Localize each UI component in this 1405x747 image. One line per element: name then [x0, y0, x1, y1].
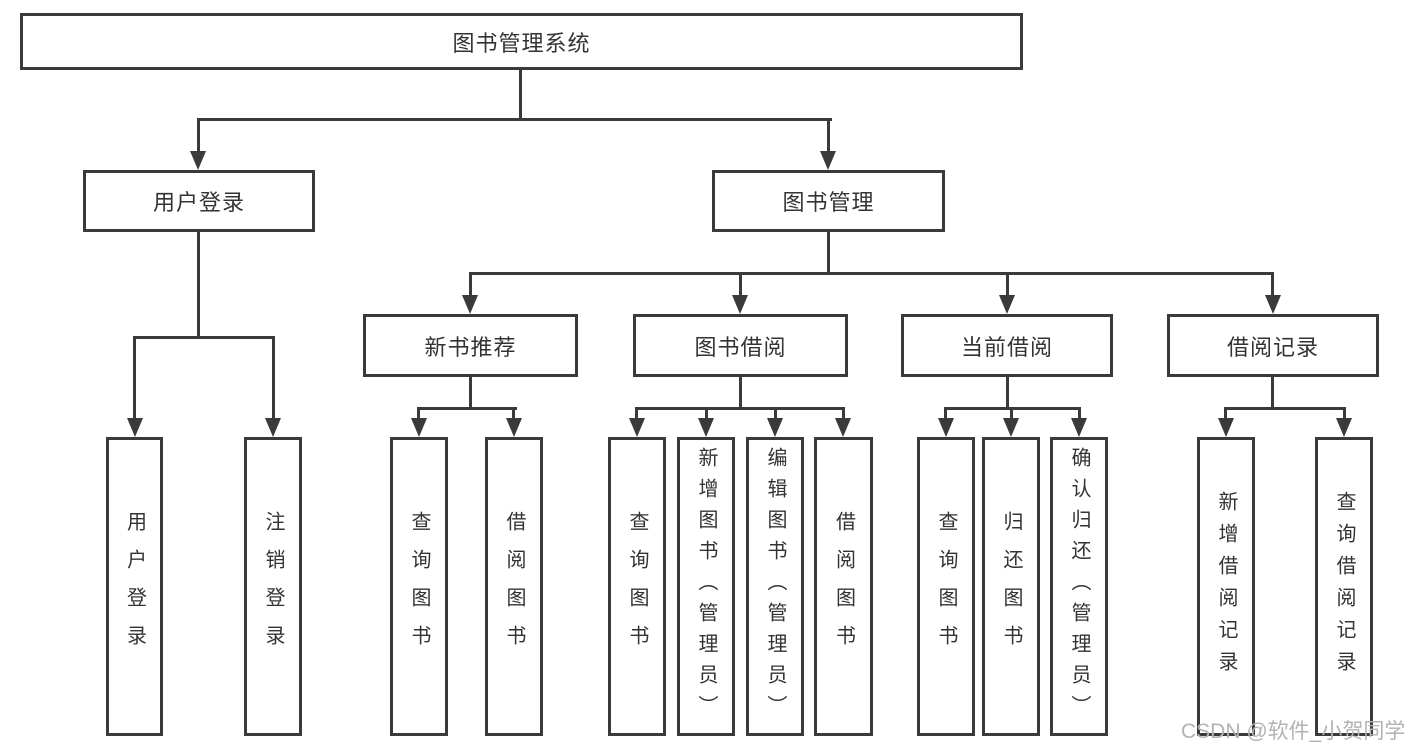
connector-line: [739, 272, 742, 297]
connector-line: [133, 336, 136, 420]
connector-line: [635, 407, 638, 420]
arrow-down: [698, 418, 714, 437]
node-current-borrowing: 当前借阅: [901, 314, 1113, 377]
node-label: 图书管理: [782, 190, 875, 215]
node-library-management-system: 图书管理系统: [20, 13, 1023, 70]
arrow-down: [506, 418, 522, 437]
node-query-books-1: 查询图书: [390, 437, 448, 736]
connector-line: [1010, 407, 1013, 420]
connector-line: [417, 407, 517, 410]
arrow-down: [1071, 418, 1087, 437]
arrow-down: [732, 295, 748, 314]
node-new-book-recommend: 新书推荐: [363, 314, 578, 377]
node-label: 查询图书: [935, 510, 957, 663]
connector-line: [133, 336, 275, 339]
node-query-books-2: 查询图书: [608, 437, 666, 736]
node-label: 图书管理系统: [452, 30, 591, 56]
node-label: 编辑图书（管理员）: [764, 447, 786, 726]
arrow-down: [127, 418, 143, 437]
node-add-borrow-record: 新增借阅记录: [1197, 437, 1255, 736]
connector-line: [1006, 377, 1009, 409]
connector-line: [1224, 407, 1346, 410]
arrow-down: [629, 418, 645, 437]
node-book-borrowing: 图书借阅: [633, 314, 848, 377]
connector-line: [197, 231, 200, 338]
node-borrowing-records: 借阅记录: [1167, 314, 1379, 377]
node-label: 新书推荐: [424, 334, 517, 360]
connector-line: [739, 377, 742, 409]
connector-line: [417, 407, 420, 420]
connector-line: [197, 118, 832, 121]
connector-line: [774, 407, 777, 420]
arrow-down: [1003, 418, 1019, 437]
node-label: 归还图书: [1000, 510, 1022, 663]
connector-line: [635, 407, 845, 410]
connector-line: [1224, 407, 1227, 420]
arrow-down: [938, 418, 954, 437]
node-borrow-books-1: 借阅图书: [485, 437, 543, 736]
node-label: 图书借阅: [694, 334, 787, 360]
node-user-login-leaf: 用户登录: [106, 437, 163, 736]
node-label: 新增借阅记录: [1215, 490, 1237, 683]
arrow-down: [767, 418, 783, 437]
connector-line: [1271, 377, 1274, 409]
node-label: 用户登录: [123, 510, 146, 663]
connector-line: [519, 69, 522, 121]
connector-line: [705, 407, 708, 420]
connector-line: [469, 272, 1274, 275]
connector-line: [272, 336, 275, 420]
connector-line: [944, 407, 947, 420]
connector-line: [469, 272, 472, 297]
node-label: 查询图书: [626, 510, 648, 663]
connector-line: [1006, 272, 1009, 297]
arrow-down: [835, 418, 851, 437]
node-label: 确认归还（管理员）: [1068, 447, 1090, 726]
node-label: 借阅图书: [503, 510, 525, 663]
connector-line: [1343, 407, 1346, 420]
node-label: 借阅图书: [832, 510, 855, 663]
node-label: 当前借阅: [960, 334, 1053, 360]
connector-line: [1271, 272, 1274, 297]
connector-line: [197, 118, 200, 152]
node-label: 查询图书: [408, 510, 430, 663]
node-label: 借阅记录: [1226, 334, 1319, 360]
node-user-login-branch: 用户登录: [83, 170, 315, 232]
node-label: 用户登录: [152, 190, 245, 215]
arrow-down: [820, 151, 836, 170]
connector-line: [842, 407, 845, 420]
node-return-books: 归还图书: [982, 437, 1040, 736]
arrow-down: [1336, 418, 1352, 437]
arrow-down: [265, 418, 281, 437]
node-query-borrow-record: 查询借阅记录: [1315, 437, 1373, 736]
node-edit-books-admin: 编辑图书（管理员）: [746, 437, 804, 736]
arrow-down: [1218, 418, 1234, 437]
node-logout: 注销登录: [244, 437, 302, 736]
node-borrow-books-2: 借阅图书: [814, 437, 873, 736]
node-book-management: 图书管理: [712, 170, 945, 232]
node-label: 新增图书（管理员）: [695, 447, 717, 726]
connector-line: [1078, 407, 1081, 420]
connector-line: [827, 118, 830, 152]
arrow-down: [411, 418, 427, 437]
node-add-books-admin: 新增图书（管理员）: [677, 437, 735, 736]
arrow-down: [190, 151, 206, 170]
node-query-books-3: 查询图书: [917, 437, 975, 736]
connector-line: [827, 231, 830, 275]
watermark: CSDN @软件_小贺同学: [1181, 720, 1405, 743]
arrow-down: [1265, 295, 1281, 314]
node-label: 查询借阅记录: [1333, 490, 1355, 683]
arrow-down: [999, 295, 1015, 314]
arrow-down: [462, 295, 478, 314]
connector-line: [469, 377, 472, 409]
node-confirm-return-admin: 确认归还（管理员）: [1050, 437, 1108, 736]
connector-line: [512, 407, 515, 420]
node-label: 注销登录: [262, 510, 284, 663]
